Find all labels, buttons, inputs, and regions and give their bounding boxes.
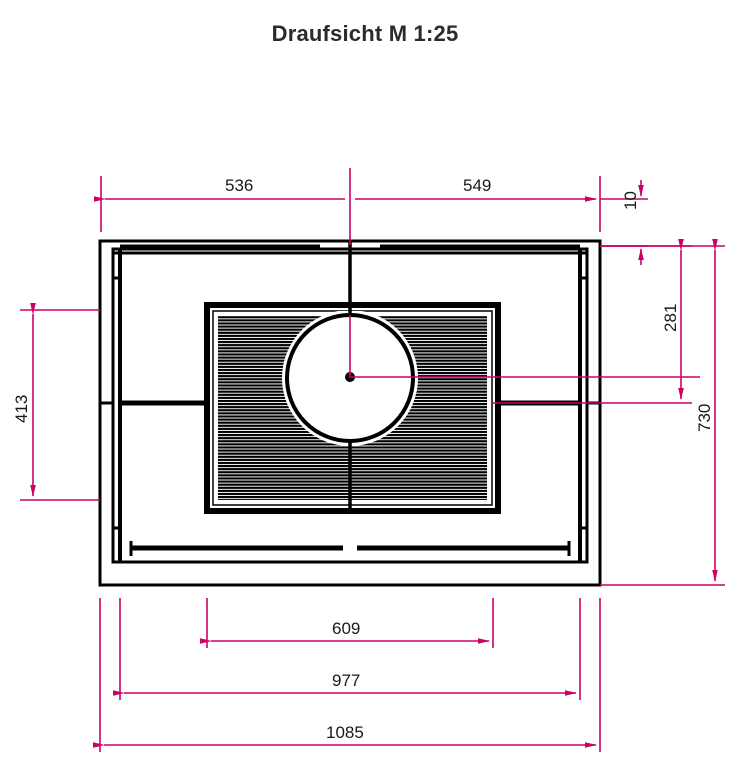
dim-label-977: 977 bbox=[332, 671, 360, 690]
dim-label-281: 281 bbox=[661, 304, 680, 332]
dim-label-549: 549 bbox=[463, 176, 491, 195]
dim-label-1085: 1085 bbox=[326, 723, 364, 742]
dim-label-536: 536 bbox=[225, 176, 253, 195]
dim-label-10: 10 bbox=[621, 191, 640, 210]
dim-label-730: 730 bbox=[695, 404, 714, 432]
dim-label-609: 609 bbox=[332, 619, 360, 638]
dim-label-413: 413 bbox=[12, 395, 31, 423]
page-title: Draufsicht M 1:25 bbox=[271, 21, 459, 46]
dimension-layer bbox=[20, 168, 725, 752]
